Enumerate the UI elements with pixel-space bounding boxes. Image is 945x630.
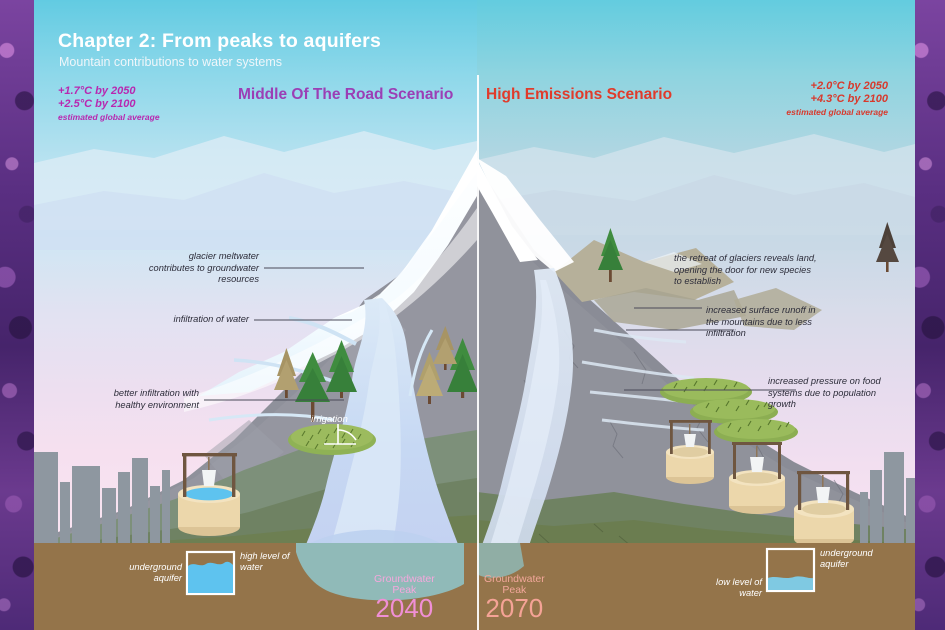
groundwater-peak-right-line2: Peak bbox=[502, 584, 527, 597]
temp-2050-left: +1.7°C by 2050 bbox=[58, 85, 136, 97]
annotation-glacier-retreat: the retreat of glaciers reveals land, op… bbox=[674, 253, 817, 287]
scenario-title-left: Middle Of The Road Scenario bbox=[238, 86, 454, 103]
well-right-2 bbox=[729, 442, 785, 514]
distant-mountains-right bbox=[477, 134, 915, 250]
page-subtitle: Mountain contributions to water systems bbox=[59, 55, 283, 69]
groundwater-body-right bbox=[477, 543, 524, 578]
decorative-purple-border-right bbox=[915, 0, 945, 630]
groundwater-peak-left-line1: Groundwater bbox=[374, 573, 435, 585]
scenery-illustration bbox=[34, 131, 915, 630]
city-skyline-right bbox=[860, 452, 915, 548]
groundwater-peak-right-line1: Groundwater bbox=[484, 573, 545, 585]
illustration-canvas: Chapter 2: From peaks to aquifers Mounta… bbox=[34, 0, 915, 630]
panel-divider bbox=[477, 75, 479, 630]
groundwater-peak-right: Groundwater Peak 2070 bbox=[484, 573, 545, 624]
annotation-better-infiltration: better infiltration with healthy environ… bbox=[113, 388, 199, 410]
legend-aquifer-label-left: underground aquifer bbox=[129, 562, 182, 584]
label-irrigation: irrigation bbox=[311, 414, 348, 425]
well-right-1 bbox=[666, 420, 714, 484]
trees-left bbox=[274, 326, 477, 422]
temp-2100-right: +4.3°C by 2100 bbox=[810, 92, 888, 105]
exposed-rock-right bbox=[554, 240, 734, 302]
decorative-purple-border-left bbox=[0, 0, 34, 630]
annotation-infiltration-of-water: infiltration of water bbox=[173, 314, 249, 324]
groundwater-peak-left: Groundwater Peak 2040 bbox=[374, 573, 435, 624]
temp-2100-left: +2.5°C by 2100 bbox=[58, 97, 136, 110]
scenario-title-right: High Emissions Scenario bbox=[486, 86, 673, 103]
aquifer-legend-right bbox=[765, 547, 816, 593]
aquifer-legend-left bbox=[185, 550, 236, 596]
temperature-projection-left: +1.7°C by 2050 +2.5°C by 2100 estimated … bbox=[58, 85, 160, 124]
temp-2050-right: +2.0°C by 2050 bbox=[810, 80, 888, 92]
distant-mountains-left bbox=[34, 131, 477, 250]
page-title: Chapter 2: From peaks to aquifers bbox=[58, 30, 382, 52]
legend-water-level-label-right: low level of water bbox=[716, 577, 762, 599]
snow-patch-right bbox=[477, 158, 574, 272]
groundwater-peak-right-year: 2070 bbox=[485, 593, 544, 624]
annotation-leader-lines bbox=[204, 267, 796, 401]
annotation-glacier-meltwater: glacier meltwater contributes to groundw… bbox=[148, 251, 259, 285]
well-left bbox=[178, 453, 240, 536]
city-skyline-left bbox=[34, 452, 170, 550]
annotation-food-systems-pressure: increased pressure on food systems due t… bbox=[768, 376, 881, 410]
legend-water-level-label-left: high level of water bbox=[240, 551, 290, 573]
groundwater-body-left bbox=[296, 543, 464, 601]
groundwater-peak-left-year: 2040 bbox=[375, 593, 434, 624]
legend-aquifer-label-right: underground aquifer bbox=[820, 548, 873, 570]
irrigation-sprinkler-left bbox=[324, 424, 357, 445]
temp-footnote-right: estimated global average bbox=[786, 107, 888, 117]
groundwater-peak-left-line2: Peak bbox=[392, 584, 417, 597]
annotation-surface-runoff: increased surface runoff in the mountain… bbox=[706, 305, 816, 339]
temperature-projection-right: +2.0°C by 2050 +4.3°C by 2100 estimated … bbox=[786, 80, 888, 119]
temp-footnote-left: estimated global average bbox=[58, 112, 160, 122]
trees-right bbox=[598, 222, 899, 282]
crop-field-left bbox=[288, 424, 376, 455]
crop-terraces-right bbox=[660, 378, 798, 444]
